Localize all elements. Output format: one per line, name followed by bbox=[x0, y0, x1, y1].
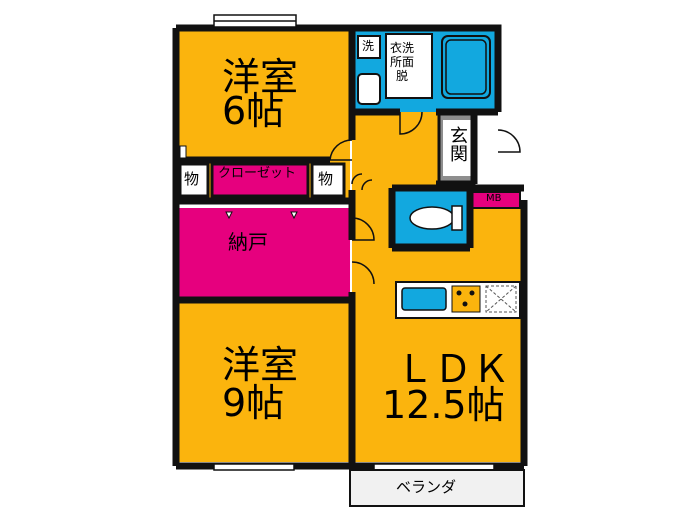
entrance-label: 玄関 bbox=[447, 126, 468, 162]
closet-door-marks bbox=[179, 145, 298, 220]
toilet-tank bbox=[451, 205, 463, 231]
storage-room-area bbox=[178, 208, 350, 300]
washer-box bbox=[357, 35, 381, 59]
changing-room-label: 衣洗 所面 脱 bbox=[390, 41, 415, 83]
storage-left-box bbox=[178, 162, 210, 198]
entrance-label-bg bbox=[443, 120, 471, 176]
storage-right-label: 物 bbox=[318, 170, 334, 188]
bath-inner bbox=[445, 39, 487, 95]
burner-1 bbox=[456, 290, 462, 296]
meter-box-label: MB bbox=[486, 193, 502, 204]
changing-room-area bbox=[385, 33, 433, 99]
toilet-bowl bbox=[409, 206, 455, 230]
sink-fixture bbox=[357, 73, 381, 105]
western-room-9-name: 洋室 bbox=[222, 343, 299, 387]
closet-box bbox=[210, 162, 310, 198]
storage-room-label: 納戸 bbox=[228, 230, 268, 254]
storage-left-label: 物 bbox=[184, 170, 200, 188]
veranda-area bbox=[349, 469, 525, 507]
windows bbox=[213, 14, 495, 471]
closet-label: クローゼット bbox=[218, 166, 297, 181]
western-room-6-name: 洋室 bbox=[222, 55, 299, 99]
washer-label: 洗 bbox=[362, 39, 375, 53]
ldk-size: 12.5帖 bbox=[382, 383, 505, 427]
bathtub-fixture bbox=[441, 35, 491, 99]
ldk-name: ＬＤＫ bbox=[396, 347, 511, 391]
doors bbox=[329, 111, 521, 285]
fridge-space bbox=[485, 285, 517, 313]
western-room-9-area bbox=[178, 302, 350, 462]
burner-2 bbox=[469, 290, 475, 296]
kitchen-sink bbox=[401, 287, 447, 311]
western-room-6-size: 6帖 bbox=[222, 89, 285, 133]
storage-right-box bbox=[310, 162, 346, 198]
burner-3 bbox=[462, 301, 468, 307]
western-room-6-area bbox=[178, 30, 350, 160]
stove bbox=[451, 285, 481, 313]
western-room-9-size: 9帖 bbox=[222, 381, 285, 425]
veranda-label: ベランダ bbox=[396, 478, 457, 496]
